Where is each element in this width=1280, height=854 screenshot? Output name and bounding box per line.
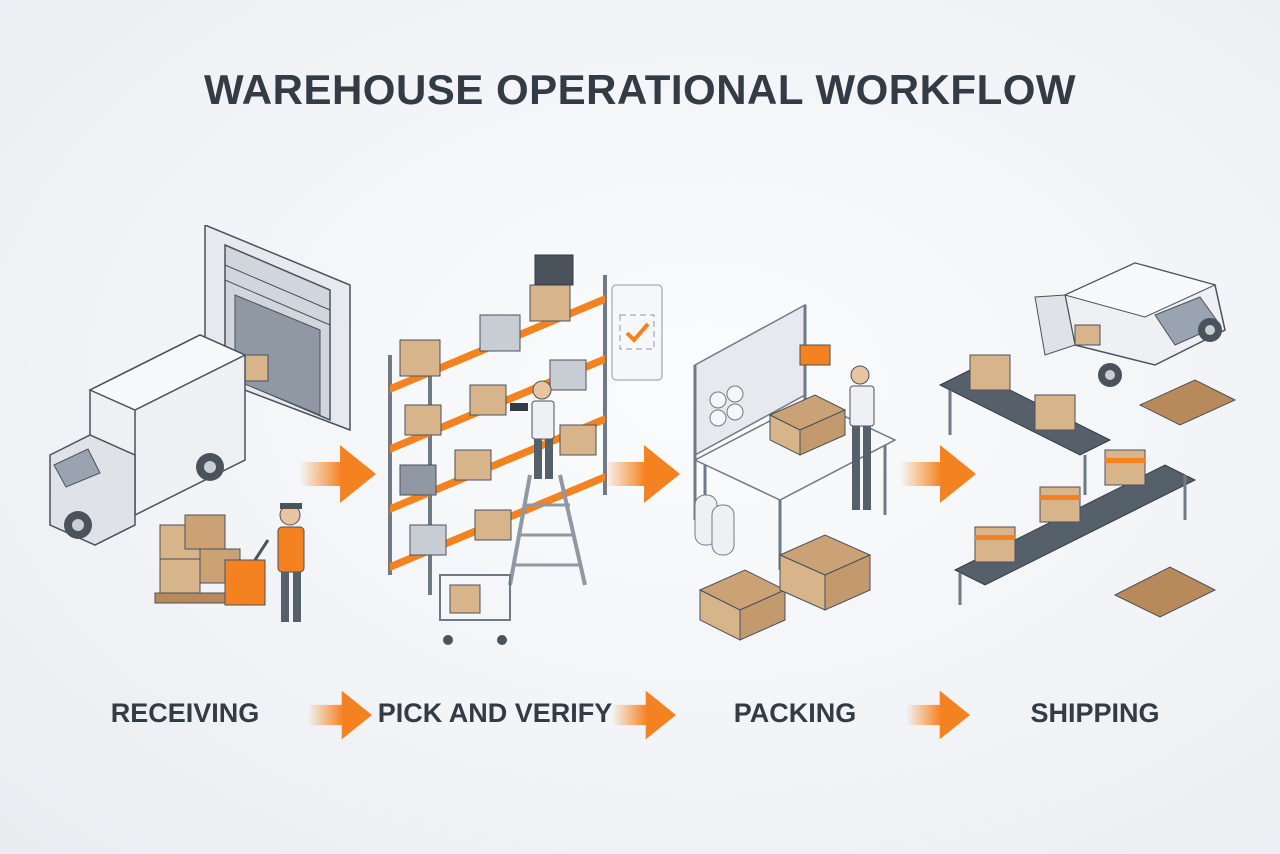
flow-arrow-icon xyxy=(308,690,372,740)
shipping-illustration xyxy=(938,262,1237,618)
stage-label-shipping: SHIPPING xyxy=(1030,698,1160,728)
stage-label-receiving: RECEIVING xyxy=(110,698,260,728)
stage-label-pick-and-verify: PICK AND VERIFY xyxy=(377,698,613,728)
flow-arrow-icon xyxy=(604,445,680,503)
flow-arrow-icon xyxy=(906,690,970,740)
stage-label-packing: PACKING xyxy=(733,698,857,728)
receiving-illustration xyxy=(49,225,351,622)
pick-verify-illustration xyxy=(388,254,663,645)
diagram-title: WAREHOUSE OPERATIONAL WORKFLOW xyxy=(203,66,1077,113)
flow-arrow-icon xyxy=(300,445,376,503)
packing-illustration xyxy=(693,303,897,641)
flow-arrow-icon xyxy=(612,690,676,740)
flow-arrow-icon xyxy=(900,445,976,503)
